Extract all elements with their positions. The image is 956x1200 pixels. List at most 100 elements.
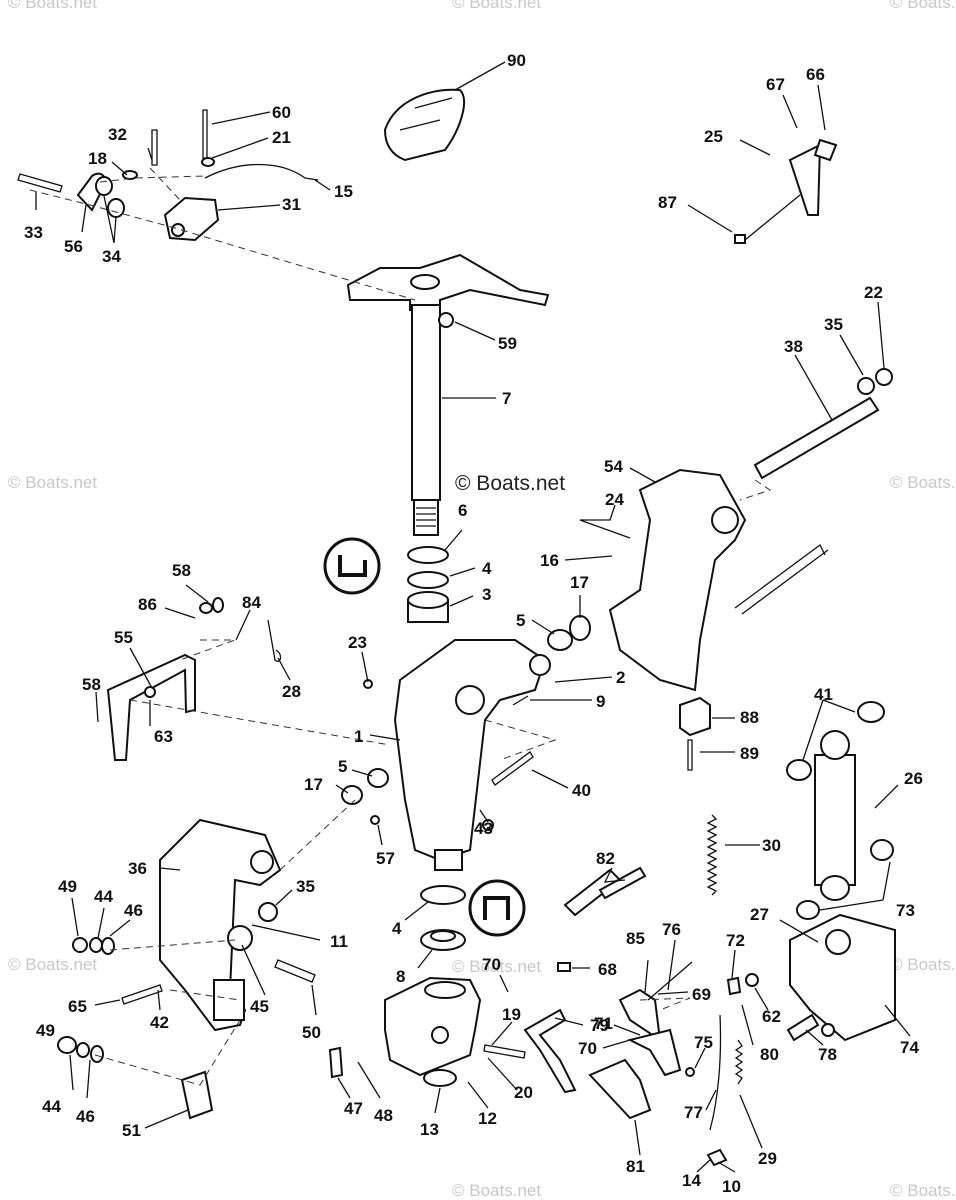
callout-43: 43 <box>474 819 493 838</box>
callout-49: 49 <box>58 877 77 896</box>
callout-44: 44 <box>94 887 113 906</box>
callout-87: 87 <box>658 193 677 212</box>
callout-49: 49 <box>36 1021 55 1040</box>
part-78-pin <box>786 1013 820 1042</box>
callout-62: 62 <box>762 1007 781 1026</box>
callout-16: 16 <box>540 551 559 570</box>
callout-58: 58 <box>172 561 191 580</box>
part-55-lever <box>106 653 196 761</box>
part-90-cover <box>383 88 465 162</box>
callout-76: 76 <box>662 920 681 939</box>
part-28-spring <box>267 619 282 662</box>
callout-56: 56 <box>64 237 83 256</box>
part-50-bolt <box>274 959 316 983</box>
watermark: © Boats.net <box>8 955 97 974</box>
callout-7: 7 <box>502 389 511 408</box>
callout-73: 73 <box>896 901 915 920</box>
callout-46: 46 <box>76 1107 95 1126</box>
watermark: © Boats.net <box>8 473 97 492</box>
part-65-bolt <box>121 984 163 1005</box>
callout-70: 70 <box>482 955 501 974</box>
callout-3: 3 <box>482 585 491 604</box>
part-85-lever <box>618 988 662 1043</box>
callout-74: 74 <box>900 1038 919 1057</box>
callout-2: 2 <box>616 668 625 687</box>
callout-29: 29 <box>758 1149 777 1168</box>
callout-50: 50 <box>302 1023 321 1042</box>
callout-82: 82 <box>596 849 615 868</box>
callout-17: 17 <box>570 573 589 592</box>
part-drawings <box>17 88 896 1167</box>
part-54-stern-bracket <box>608 468 747 692</box>
part-12-yoke <box>384 976 482 1077</box>
callout-42: 42 <box>150 1013 169 1032</box>
callout-47: 47 <box>344 1099 363 1118</box>
part-81-lever <box>588 1058 652 1120</box>
callout-14: 14 <box>682 1171 701 1190</box>
watermark: © Boats.net <box>8 0 97 12</box>
callout-41: 41 <box>814 685 833 704</box>
callout-51: 51 <box>122 1121 141 1140</box>
callout-5: 5 <box>516 611 525 630</box>
part-30-spring <box>706 814 718 896</box>
callout-4: 4 <box>392 919 402 938</box>
callout-67: 67 <box>766 75 785 94</box>
part-9-pin <box>512 695 529 706</box>
callout-36: 36 <box>128 859 147 878</box>
part-29-spring <box>734 1039 744 1085</box>
callout-75: 75 <box>694 1033 713 1052</box>
grease-symbol <box>323 537 381 595</box>
callout-19: 19 <box>502 1005 521 1024</box>
part-32-bolt <box>151 129 158 166</box>
part-40-pin <box>491 751 534 786</box>
part-76-pin <box>647 961 693 1001</box>
callout-27: 27 <box>750 905 769 924</box>
callout-69: 69 <box>692 985 711 1004</box>
part-74-housing <box>789 913 896 1042</box>
watermark: © Boats.net <box>452 1181 541 1200</box>
leader-lines <box>35 61 911 1173</box>
callout-23: 23 <box>348 633 367 652</box>
watermark-group: © Boats.net © Boats.net © Boats.net © Bo… <box>8 0 956 1200</box>
callout-labels: 90 60 32 21 18 15 33 56 34 31 67 66 25 8… <box>24 51 923 1196</box>
callout-18: 18 <box>88 149 107 168</box>
watermark: © Boats.net <box>452 957 541 976</box>
callout-11: 11 <box>330 932 348 951</box>
callout-17: 17 <box>304 775 323 794</box>
callout-40: 40 <box>572 781 591 800</box>
callout-57: 57 <box>376 849 395 868</box>
part-77-rod <box>709 1014 722 1131</box>
watermark: © Boats.net <box>890 0 956 12</box>
callout-68: 68 <box>598 960 617 979</box>
callout-60: 60 <box>272 103 291 122</box>
callout-48: 48 <box>374 1106 393 1125</box>
callout-6: 6 <box>458 501 467 520</box>
part-60-bolt <box>202 109 208 159</box>
callout-89: 89 <box>740 744 759 763</box>
part-51-plate <box>180 1070 214 1120</box>
callout-13: 13 <box>420 1120 439 1139</box>
callout-22: 22 <box>864 283 883 302</box>
center-watermark: © Boats.net <box>455 472 565 495</box>
callout-45: 45 <box>250 997 269 1016</box>
callout-30: 30 <box>762 836 781 855</box>
callout-24: 24 <box>605 490 624 509</box>
callout-85: 85 <box>626 929 645 948</box>
callout-70: 70 <box>578 1039 597 1058</box>
callout-63: 63 <box>154 727 173 746</box>
callout-86: 86 <box>138 595 157 614</box>
callout-65: 65 <box>68 997 87 1016</box>
watermark: © Boats.net <box>890 955 956 974</box>
callout-55: 55 <box>114 628 133 647</box>
watermark: © Boats.net <box>452 0 541 12</box>
callout-32: 32 <box>108 125 127 144</box>
callout-88: 88 <box>740 708 759 727</box>
part-1-swivel-bracket <box>393 639 547 862</box>
part-20-bolt <box>483 1044 526 1059</box>
callout-78: 78 <box>818 1045 837 1064</box>
callout-72: 72 <box>726 931 745 950</box>
callout-38: 38 <box>784 337 803 356</box>
callout-35: 35 <box>824 315 843 334</box>
callout-34: 34 <box>102 247 121 266</box>
